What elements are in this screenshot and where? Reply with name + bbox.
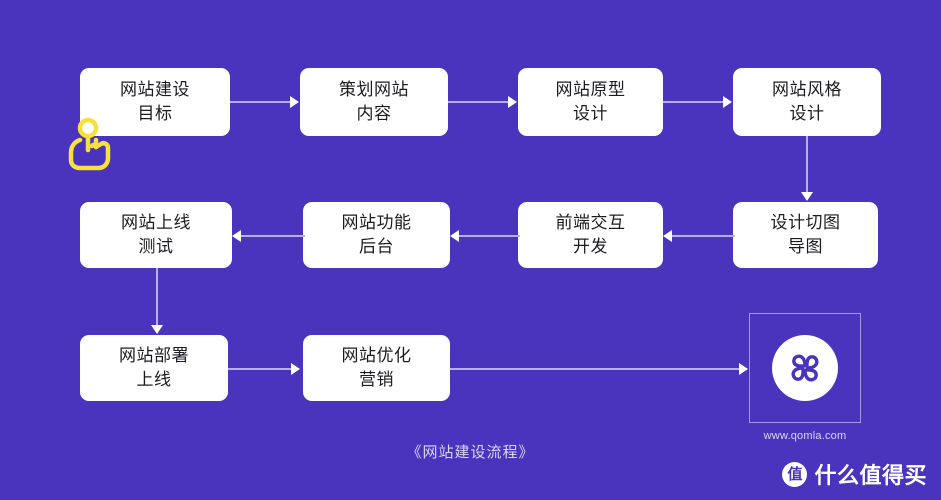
diagram-caption: 《网站建设流程》	[406, 444, 535, 461]
connector-n5-n6	[665, 235, 735, 237]
flow-node-line2: 目标	[137, 104, 173, 123]
logo-url-label: www.qomla.com	[763, 430, 847, 442]
connector-n10-logo	[450, 368, 741, 370]
flow-node-deploy-online[interactable]: 网站部署 上线	[80, 335, 228, 401]
flow-node-style-design[interactable]: 网站风格 设计	[733, 68, 881, 136]
flow-node-line2: 开发	[573, 237, 608, 256]
flow-node-line2: 营销	[359, 370, 394, 389]
flow-node-line1: 网站原型	[555, 79, 626, 99]
arrowhead-n9-n10	[291, 363, 300, 375]
arrowhead-n4-n5	[801, 192, 813, 201]
watermark-label: 什么值得买	[814, 463, 927, 488]
arrowhead-n10-logo	[739, 363, 748, 375]
flow-node-line1: 网站部署	[119, 345, 189, 365]
connector-n6-n7	[452, 235, 520, 237]
flow-node-line1: 网站功能	[341, 212, 412, 232]
arrowhead-n5-n6	[663, 230, 672, 242]
flow-node-line1: 网站优化	[341, 345, 412, 365]
flow-node-frontend-dev[interactable]: 前端交互 开发	[518, 202, 663, 268]
flow-node-backend-function[interactable]: 网站功能 后台	[303, 202, 450, 268]
watermark: 值 什么值得买	[782, 458, 927, 490]
arrowhead-n8-n9	[151, 325, 163, 334]
flow-node-line1: 前端交互	[555, 212, 626, 232]
connector-n8-n9	[156, 268, 158, 327]
arrowhead-n6-n7	[450, 230, 459, 242]
qomla-clover-icon	[791, 354, 819, 382]
flow-node-line1: 网站建设	[120, 79, 190, 99]
tap-hand-cursor-icon	[68, 117, 111, 171]
flow-node-line2: 内容	[356, 104, 392, 123]
smzdm-badge-icon: 值	[782, 461, 808, 487]
flow-node-plan-content[interactable]: 策划网站 内容	[300, 68, 448, 136]
connector-n3-n4	[663, 101, 725, 103]
arrowhead-n1-n2	[290, 96, 299, 108]
flow-node-line2: 设计	[573, 104, 608, 123]
flow-node-line1: 网站风格	[772, 79, 842, 99]
flow-node-launch-test[interactable]: 网站上线 测试	[80, 202, 232, 268]
logo-frame[interactable]	[749, 313, 861, 423]
connector-n2-n3	[448, 101, 510, 103]
arrowhead-n7-n8	[232, 230, 241, 242]
flow-node-line2: 导图	[788, 237, 823, 256]
flow-node-line2: 测试	[138, 237, 174, 256]
connector-n1-n2	[230, 101, 292, 103]
flow-node-line1: 网站上线	[121, 212, 191, 232]
flow-node-line1: 设计切图	[770, 212, 841, 232]
flow-node-optimize-marketing[interactable]: 网站优化 营销	[303, 335, 450, 401]
flow-node-line2: 设计	[789, 104, 825, 123]
connector-n4-n5	[806, 136, 808, 194]
flow-node-line1: 策划网站	[339, 79, 409, 99]
flow-node-line2: 上线	[136, 370, 172, 389]
connector-n7-n8	[234, 235, 305, 237]
arrowhead-n2-n3	[508, 96, 517, 108]
flow-node-line2: 后台	[359, 237, 394, 256]
logo-disc	[772, 335, 838, 401]
connector-n9-n10	[228, 368, 293, 370]
flow-node-slicing-mapping[interactable]: 设计切图 导图	[733, 202, 878, 268]
flow-node-prototype-design[interactable]: 网站原型 设计	[518, 68, 663, 136]
flow-node-website-goal[interactable]: 网站建设 目标	[80, 68, 230, 136]
arrowhead-n3-n4	[723, 96, 732, 108]
